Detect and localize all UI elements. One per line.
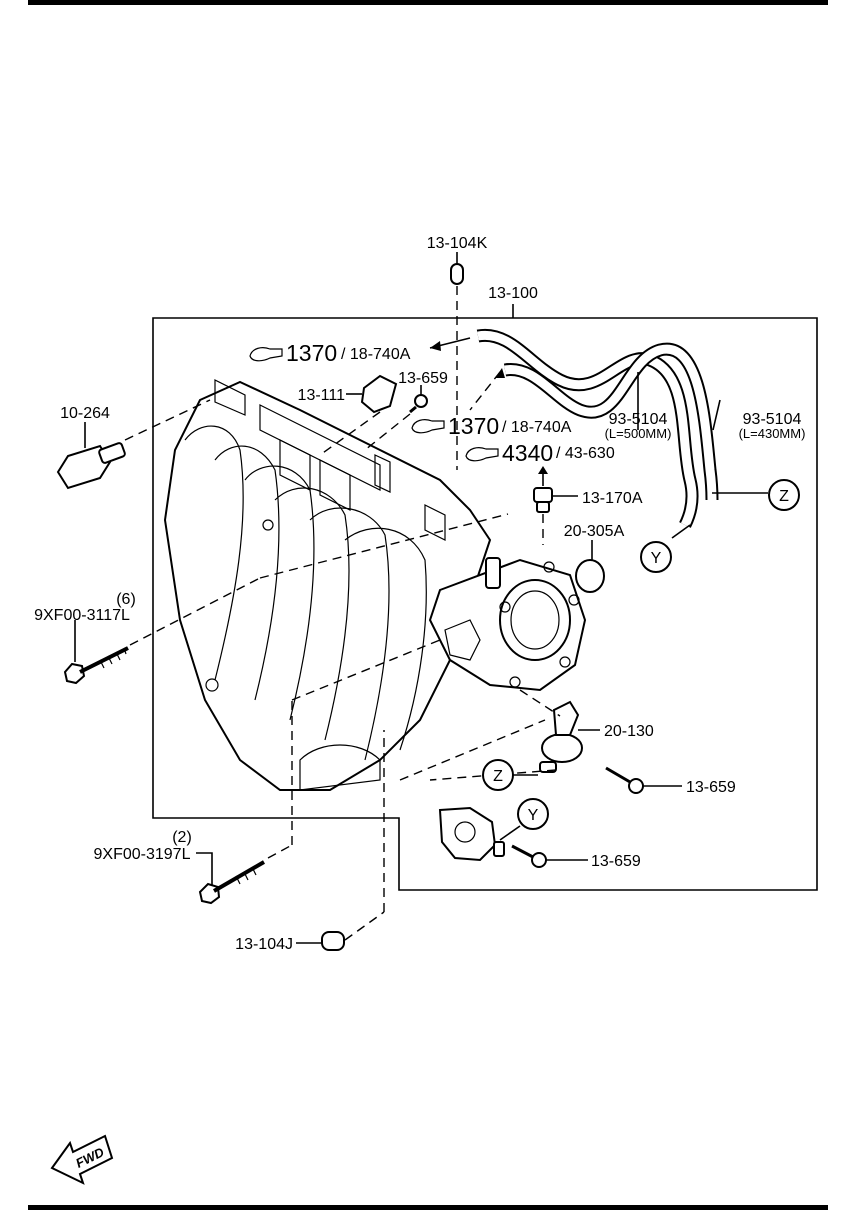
label-ref-43-630: / 43-630	[556, 445, 615, 462]
connector-y-top[interactable]: Y	[640, 541, 672, 573]
gasket-13-111[interactable]	[360, 374, 398, 414]
label-bolt-3197L-qty: (2)	[172, 829, 192, 846]
actuator-bottom[interactable]	[438, 806, 505, 862]
svg-text:Y: Y	[528, 807, 539, 824]
label-ref-4340: 4340	[502, 440, 553, 466]
label-93-5104-a: 93-5104	[609, 411, 668, 428]
o-ring-20-305A[interactable]	[575, 559, 605, 593]
label-20-130: 20-130	[604, 723, 654, 740]
label-10-264: 10-264	[60, 405, 110, 422]
label-93-5104-a-length: (L=500MM)	[605, 426, 672, 441]
label-13-170A: 13-170A	[582, 490, 643, 507]
label-13-104J: 13-104J	[235, 936, 293, 953]
screw-13-659-mid[interactable]	[605, 766, 644, 794]
reference-pointer-icon	[465, 447, 499, 462]
label-20-305A: 20-305A	[564, 523, 625, 540]
svg-text:Z: Z	[493, 768, 503, 785]
reference-pointer-icon	[411, 419, 445, 434]
svg-text:Z: Z	[779, 488, 789, 505]
label-13-111: 13-111	[298, 387, 346, 404]
cap-13-104K[interactable]	[450, 263, 464, 285]
cap-13-104J[interactable]	[321, 931, 345, 951]
label-ref-1370-a: 1370	[286, 340, 337, 366]
connector-z-top[interactable]: Z	[768, 479, 800, 511]
top-border-rule	[28, 0, 828, 5]
forward-direction-arrow-icon: FWD	[50, 1134, 114, 1185]
label-ref-1370-b: 1370	[448, 413, 499, 439]
throttle-body[interactable]	[428, 557, 587, 692]
label-ref-18-740A-b: / 18-740A	[502, 419, 572, 436]
hose-93-5104-430mm[interactable]	[503, 342, 719, 501]
label-bolt-3197L: 9XF00-3197L	[94, 846, 191, 863]
label-ref-18-740A-a: / 18-740A	[341, 346, 411, 363]
sensor-10-264[interactable]	[56, 442, 126, 490]
label-13-659-mid: 13-659	[686, 779, 736, 796]
label-13-659-bottom: 13-659	[591, 853, 641, 870]
intake-manifold[interactable]	[163, 379, 492, 791]
label-13-104K: 13-104K	[427, 235, 488, 252]
plug-13-170A[interactable]	[533, 487, 553, 513]
svg-text:Y: Y	[651, 550, 662, 567]
label-93-5104-b: 93-5104	[743, 411, 802, 428]
screw-13-659-top[interactable]	[409, 394, 428, 414]
label-93-5104-b-length: (L=430MM)	[739, 426, 806, 441]
connector-y-bottom[interactable]: Y	[517, 798, 549, 830]
bottom-border-rule	[28, 1205, 828, 1210]
valve-20-130[interactable]	[539, 700, 583, 773]
bolt-9XF00-3117L[interactable]	[63, 646, 129, 685]
label-bolt-3117L: 9XF00-3117L	[34, 607, 130, 624]
label-13-100: 13-100	[488, 285, 538, 302]
screw-13-659-bottom[interactable]	[511, 844, 547, 868]
reference-pointer-icon	[249, 347, 283, 362]
connector-z-bottom[interactable]: Z	[482, 759, 514, 791]
bolt-9XF00-3197L[interactable]	[198, 860, 266, 905]
assembly-box-outline	[152, 317, 818, 891]
label-bolt-3117L-qty: (6)	[116, 591, 136, 608]
label-13-659-top: 13-659	[398, 370, 448, 387]
